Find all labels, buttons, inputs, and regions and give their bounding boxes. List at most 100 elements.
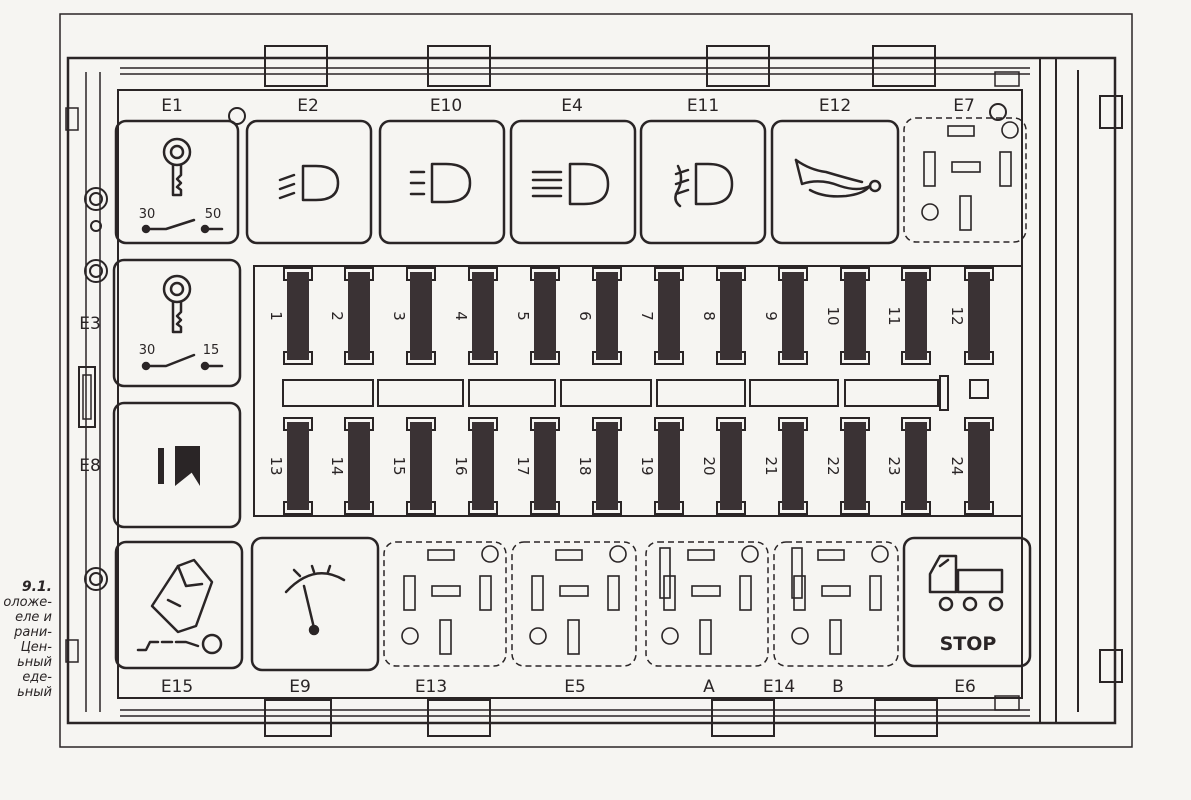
slot-pin <box>479 575 492 611</box>
caption-line: оложе- <box>3 595 52 610</box>
slot-pin <box>739 575 752 611</box>
fuse-number: 14 <box>328 456 346 475</box>
fuse-6[interactable]: 6 <box>576 267 622 365</box>
relay-label-e12: E12 <box>818 96 852 116</box>
fuse-15[interactable]: 15 <box>390 417 436 515</box>
slot-pin <box>659 547 671 599</box>
relay-label-e5: E5 <box>564 677 586 697</box>
fuse-24[interactable]: 24 <box>948 417 994 515</box>
fuse-10[interactable]: 10 <box>824 267 870 365</box>
fuse-16[interactable]: 16 <box>452 417 498 515</box>
slot-pin <box>947 125 975 137</box>
relay-label-e3: E3 <box>79 314 101 334</box>
fuse-number: 9 <box>762 311 780 321</box>
fuse-23[interactable]: 23 <box>885 417 931 515</box>
caption-line: рани- <box>14 625 52 640</box>
fuse-7[interactable]: 7 <box>638 267 684 365</box>
slot-pin <box>687 549 715 561</box>
fuse-17[interactable]: 17 <box>514 417 560 515</box>
fuse-number: 11 <box>885 306 903 325</box>
fuse-number: 19 <box>638 456 656 475</box>
relay-label-e11: E11 <box>686 96 720 116</box>
fuse-number: 21 <box>762 456 780 475</box>
caption-line: еле и <box>15 610 52 625</box>
slot-pin <box>791 547 803 599</box>
fuse-number: 6 <box>576 311 594 321</box>
fuse-number: 1 <box>267 311 285 321</box>
fuse-20[interactable]: 20 <box>700 417 746 515</box>
fuse-8[interactable]: 8 <box>700 267 746 365</box>
slot-pin <box>829 619 842 655</box>
fuse-2[interactable]: 2 <box>328 267 374 365</box>
fuse-number: 2 <box>328 311 346 321</box>
fuse-body <box>844 272 866 360</box>
relay-label-e15: E15 <box>160 677 194 697</box>
fuse-12[interactable]: 12 <box>948 267 994 365</box>
relay-e4 <box>509 119 637 245</box>
fuse-13[interactable]: 13 <box>267 417 313 515</box>
relay-label-e6: E6 <box>954 677 976 697</box>
bus-bar-end <box>939 375 949 411</box>
relay-e1 <box>114 119 240 245</box>
fuse-9[interactable]: 9 <box>762 267 808 365</box>
terminal-label: 30 <box>139 343 156 358</box>
fuse-body <box>410 272 432 360</box>
fuse-4[interactable]: 4 <box>452 267 498 365</box>
relay-e8 <box>112 401 242 529</box>
fuse-number: 12 <box>948 306 966 325</box>
fuse-body <box>410 422 432 510</box>
relay-e2 <box>245 119 373 245</box>
slot-pin <box>691 585 721 597</box>
relay-label-e14: E14 <box>762 677 796 697</box>
key-icon <box>141 274 224 371</box>
horn-icon <box>794 158 882 198</box>
fuse-number: 5 <box>514 311 532 321</box>
fuse-body <box>658 272 680 360</box>
fuse-1[interactable]: 1 <box>267 267 313 365</box>
fuse-22[interactable]: 22 <box>824 417 870 515</box>
relay-e10 <box>378 119 506 245</box>
fuse-5[interactable]: 5 <box>514 267 560 365</box>
slot-hole <box>871 545 889 563</box>
fuse-body <box>968 422 990 510</box>
fuse-number: 20 <box>700 456 718 475</box>
fuse-body <box>596 272 618 360</box>
fuse-body <box>658 422 680 510</box>
slot-hole <box>529 627 547 645</box>
headlight-high-icon <box>531 162 610 206</box>
slot-pin <box>555 549 583 561</box>
relay-slot-e5 <box>511 541 637 667</box>
slot-pin <box>403 575 416 611</box>
caption-line: Цен- <box>20 640 52 655</box>
bus-bar-segment <box>377 379 464 407</box>
fuse-19[interactable]: 19 <box>638 417 684 515</box>
slot-pin <box>869 575 882 611</box>
fuse-3[interactable]: 3 <box>390 267 436 365</box>
fog-light-icon <box>674 162 734 208</box>
figure-number: 9.1. <box>21 579 52 595</box>
fuse-21[interactable]: 21 <box>762 417 808 515</box>
relay-e12 <box>770 119 900 245</box>
fuse-14[interactable]: 14 <box>328 417 374 515</box>
figure-caption: 9.1. оложе- еле и рани- Цен- ьный еде- ь… <box>0 579 52 701</box>
slot-pin <box>999 151 1012 187</box>
slot-hole <box>1001 121 1019 139</box>
relay-label-e7: E7 <box>953 96 975 116</box>
slot-pin <box>821 585 851 597</box>
fuse-18[interactable]: 18 <box>576 417 622 515</box>
slot-pin <box>439 619 452 655</box>
bus-bar-segment <box>844 379 939 407</box>
slot-hole <box>609 545 627 563</box>
relay-e9 <box>250 536 380 672</box>
fuse-body <box>287 422 309 510</box>
fuse-number: 22 <box>824 456 842 475</box>
caption-line: ьный <box>17 685 52 700</box>
relay-label-e10: E10 <box>429 96 463 116</box>
terminal-label: 30 <box>139 207 156 222</box>
fuse-body <box>782 272 804 360</box>
fuse-11[interactable]: 11 <box>885 267 931 365</box>
slot-pin <box>817 549 845 561</box>
slot-pin <box>959 195 972 231</box>
fuse-body <box>782 422 804 510</box>
